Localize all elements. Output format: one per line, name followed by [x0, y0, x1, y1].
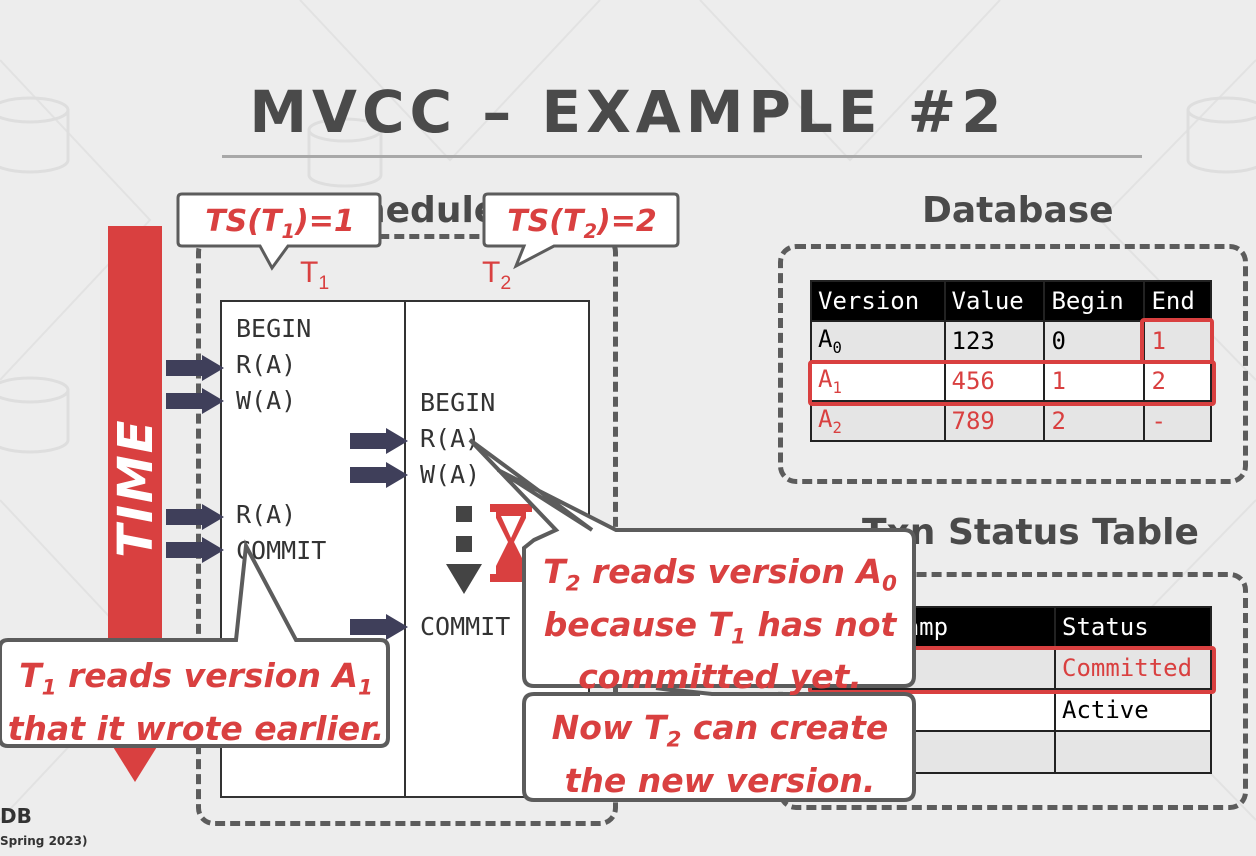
t1-op-read-2: R(A): [236, 500, 297, 529]
footer-logo: DB: [0, 804, 32, 828]
ts-callout-t2: TS(T2)=2: [507, 204, 657, 243]
col-value: Value: [943, 280, 1046, 322]
t1-op-write: W(A): [236, 386, 297, 415]
ts-callout-t2-bubble: [482, 192, 680, 270]
t2-col-label: T2: [482, 256, 512, 294]
callout-t2-reads: T2 reads version A0 because T1 has not c…: [543, 552, 897, 697]
database-heading: Database: [922, 190, 1114, 231]
txn-status-box: [778, 572, 1248, 810]
ts-callout-t1: TS(T1)=1: [205, 204, 355, 243]
step-arrow-icon: [166, 388, 224, 414]
t1-col-label: T1: [300, 256, 330, 294]
step-arrow-icon: [166, 355, 224, 381]
schedule-heading: hedule: [360, 190, 499, 231]
step-arrow-icon: [350, 614, 408, 640]
t2-op-commit: COMMIT: [420, 612, 511, 641]
step-arrow-icon: [350, 428, 408, 454]
step-arrow-icon: [166, 537, 224, 563]
callout-t1-reads: T1 reads version A1 that it wrote earlie…: [7, 656, 385, 748]
ts-callout-t1-bubble: [176, 192, 382, 271]
highlight-row-a1: [808, 360, 1216, 406]
t1-op-begin: BEGIN: [236, 314, 312, 343]
database-box: [778, 244, 1248, 484]
schedule-divider: [404, 300, 406, 796]
step-arrow-icon: [350, 462, 408, 488]
txn-status-heading: Txn Status Table: [862, 512, 1199, 553]
title-divider: [222, 155, 1142, 158]
t2-op-begin: BEGIN: [420, 388, 496, 417]
col-end: End: [1143, 280, 1212, 322]
version-cell: A0: [810, 320, 946, 362]
col-version: Version: [810, 280, 946, 322]
col-begin: Begin: [1043, 280, 1146, 322]
callout-t2-create: Now T2 can create the new version.: [551, 708, 889, 800]
wait-indicator: [446, 506, 482, 594]
col-status: Status: [1054, 606, 1212, 648]
t1-op-read: R(A): [236, 350, 297, 379]
step-arrow-icon: [166, 504, 224, 530]
version-cell: A1: [810, 360, 946, 402]
slide-title: MVCC – EXAMPLE #2: [249, 78, 1007, 146]
footer-course: Spring 2023): [0, 834, 88, 848]
t2-op-read: R(A): [420, 424, 481, 453]
hourglass-icon: [490, 504, 532, 582]
t2-op-write: W(A): [420, 460, 481, 489]
